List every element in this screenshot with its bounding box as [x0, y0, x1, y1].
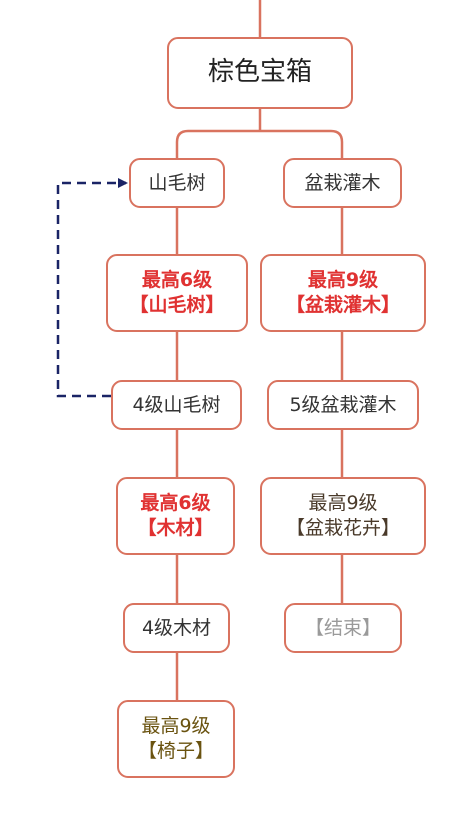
left-node-4: 最高6级 【木材】	[116, 477, 235, 555]
right-node-4: 最高9级 【盆栽花卉】	[260, 477, 426, 555]
right-node-5-label: 【结束】	[304, 616, 381, 639]
right-node-2-line2: 【盆栽灌木】	[285, 294, 400, 316]
left-node-6-line1: 最高9级	[141, 715, 211, 738]
root-node-brown-chest: 棕色宝箱	[167, 37, 353, 109]
right-node-1: 盆栽灌木	[283, 158, 402, 208]
left-node-5: 4级木材	[123, 603, 230, 653]
right-node-3: 5级盆栽灌木	[267, 380, 419, 430]
branch-split-line	[175, 129, 344, 158]
root-label: 棕色宝箱	[207, 57, 312, 88]
right-node-2-line1: 最高9级	[307, 269, 379, 292]
right-node-4-line2: 【盆栽花卉】	[285, 517, 400, 539]
right-node-4-line1: 最高9级	[308, 492, 378, 515]
left-node-5-label: 4级木材	[141, 616, 212, 639]
left-node-1: 山毛树	[129, 158, 225, 208]
left-node-4-line2: 【木材】	[137, 517, 214, 539]
left-node-6: 最高9级 【椅子】	[117, 700, 235, 778]
left-node-2: 最高6级 【山毛树】	[106, 254, 248, 332]
left-node-3-label: 4级山毛树	[132, 393, 221, 416]
left-node-2-line2: 【山毛树】	[129, 294, 225, 316]
loop-back-arrow	[56, 178, 128, 398]
right-node-3-label: 5级盆栽灌木	[289, 393, 397, 416]
left-node-2-line1: 最高6级	[141, 269, 213, 292]
left-node-1-label: 山毛树	[148, 171, 206, 194]
left-node-6-line2: 【椅子】	[137, 740, 214, 762]
right-node-1-label: 盆栽灌木	[304, 171, 381, 194]
right-node-5-end: 【结束】	[284, 603, 402, 653]
left-node-4-line1: 最高6级	[140, 492, 211, 515]
left-node-3: 4级山毛树	[111, 380, 242, 430]
right-node-2: 最高9级 【盆栽灌木】	[260, 254, 426, 332]
